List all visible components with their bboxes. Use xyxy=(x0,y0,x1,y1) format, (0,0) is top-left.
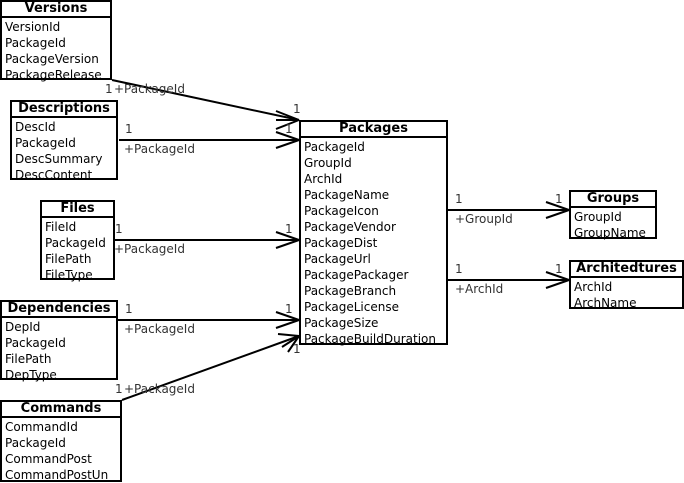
attribute: PackageLicense xyxy=(304,300,399,314)
entity-title: Packages xyxy=(301,122,446,138)
descriptions-packages-link xyxy=(119,131,300,149)
files-packages-link xyxy=(115,231,300,249)
multiplicity-label: 1 xyxy=(293,342,301,356)
multiplicity-label: 1 xyxy=(115,222,123,236)
multiplicity-label: 1 xyxy=(555,192,563,206)
attribute: PackageId xyxy=(304,140,365,154)
attribute: PackageVersion xyxy=(5,52,99,66)
attribute: FilePath xyxy=(5,352,52,366)
role-label: +PackageId xyxy=(114,82,185,96)
entity-dependencies[interactable]: Dependencies DepId PackageId FilePath De… xyxy=(0,300,118,382)
multiplicity-label: 1 xyxy=(285,222,293,236)
attribute: ArchName xyxy=(574,296,637,310)
multiplicity-label: 1 xyxy=(455,262,463,276)
attribute: PackageUrl xyxy=(304,252,371,266)
attribute: GroupId xyxy=(574,210,622,224)
attribute: PackageIcon xyxy=(304,204,379,218)
attribute: PackageId xyxy=(45,236,106,250)
attribute: GroupId xyxy=(304,156,352,170)
attribute: DescContent xyxy=(15,168,93,182)
attribute: ArchId xyxy=(304,172,343,186)
attribute: CommandPost xyxy=(5,452,92,466)
entity-files[interactable]: Files FileId PackageId FilePath FileType xyxy=(40,200,115,282)
attribute: PackageId xyxy=(5,36,66,50)
attribute: PackageBuildDuration xyxy=(304,332,436,346)
entity-title: Architedtures xyxy=(571,262,682,278)
multiplicity-label: 1 xyxy=(455,192,463,206)
attribute: PackageId xyxy=(15,136,76,150)
attribute: DescSummary xyxy=(15,152,103,166)
attribute: PackageVendor xyxy=(304,220,396,234)
entity-title: Dependencies xyxy=(2,302,116,318)
attribute: CommandPostUn xyxy=(5,468,109,482)
entity-title: Versions xyxy=(2,2,110,18)
multiplicity-label: 1 xyxy=(285,302,293,316)
entity-groups[interactable]: Groups GroupId GroupName xyxy=(569,190,657,240)
role-label: +PackageId xyxy=(124,382,195,396)
role-label: +PackageId xyxy=(124,142,195,156)
packages-architectures-link xyxy=(448,271,570,289)
attribute: CommandId xyxy=(5,420,78,434)
attribute: PackageName xyxy=(304,188,390,202)
attribute: DepType xyxy=(5,368,57,382)
attribute: FileId xyxy=(45,220,77,234)
attribute: PackageBranch xyxy=(304,284,397,298)
entity-title: Files xyxy=(42,202,113,218)
multiplicity-label: 1 xyxy=(125,302,133,316)
attribute: FileType xyxy=(45,268,93,282)
entity-versions[interactable]: Versions VersionId PackageId PackageVers… xyxy=(0,0,112,82)
attribute: ArchId xyxy=(574,280,613,294)
attribute: PackageSize xyxy=(304,316,379,330)
role-label: +GroupId xyxy=(455,212,513,226)
entity-title: Commands xyxy=(2,402,120,418)
entity-commands[interactable]: Commands CommandId PackageId CommandPost… xyxy=(0,400,122,482)
entity-architectures[interactable]: Architedtures ArchId ArchName xyxy=(569,260,684,310)
attribute: DepId xyxy=(5,320,41,334)
attribute: FilePath xyxy=(45,252,92,266)
entity-packages[interactable]: Packages PackageId GroupId ArchId Packag… xyxy=(299,120,448,346)
multiplicity-label: 1 xyxy=(293,102,301,116)
packages-groups-link xyxy=(448,201,570,219)
attribute: PackageDist xyxy=(304,236,378,250)
attribute: PackageRelease xyxy=(5,68,102,82)
entity-descriptions[interactable]: Descriptions DescId PackageId DescSummar… xyxy=(10,100,118,182)
attribute: VersionId xyxy=(5,20,61,34)
multiplicity-label: 1 xyxy=(555,262,563,276)
attribute: DescId xyxy=(15,120,56,134)
entity-title: Descriptions xyxy=(12,102,116,118)
dependencies-packages-link xyxy=(118,311,300,329)
multiplicity-label: 1 xyxy=(285,122,293,136)
role-label: +PackageId xyxy=(124,322,195,336)
attribute: PackagePackager xyxy=(304,268,409,282)
multiplicity-label: 1 xyxy=(105,82,113,96)
versions-packages-link xyxy=(111,79,300,130)
attribute: PackageId xyxy=(5,436,66,450)
role-label: +PackageId xyxy=(114,242,185,256)
attribute: PackageId xyxy=(5,336,66,350)
multiplicity-label: 1 xyxy=(115,382,123,396)
entity-title: Groups xyxy=(571,192,655,208)
role-label: +ArchId xyxy=(455,282,504,296)
attribute: GroupName xyxy=(574,226,646,240)
commands-packages-link xyxy=(121,333,300,401)
multiplicity-label: 1 xyxy=(125,122,133,136)
